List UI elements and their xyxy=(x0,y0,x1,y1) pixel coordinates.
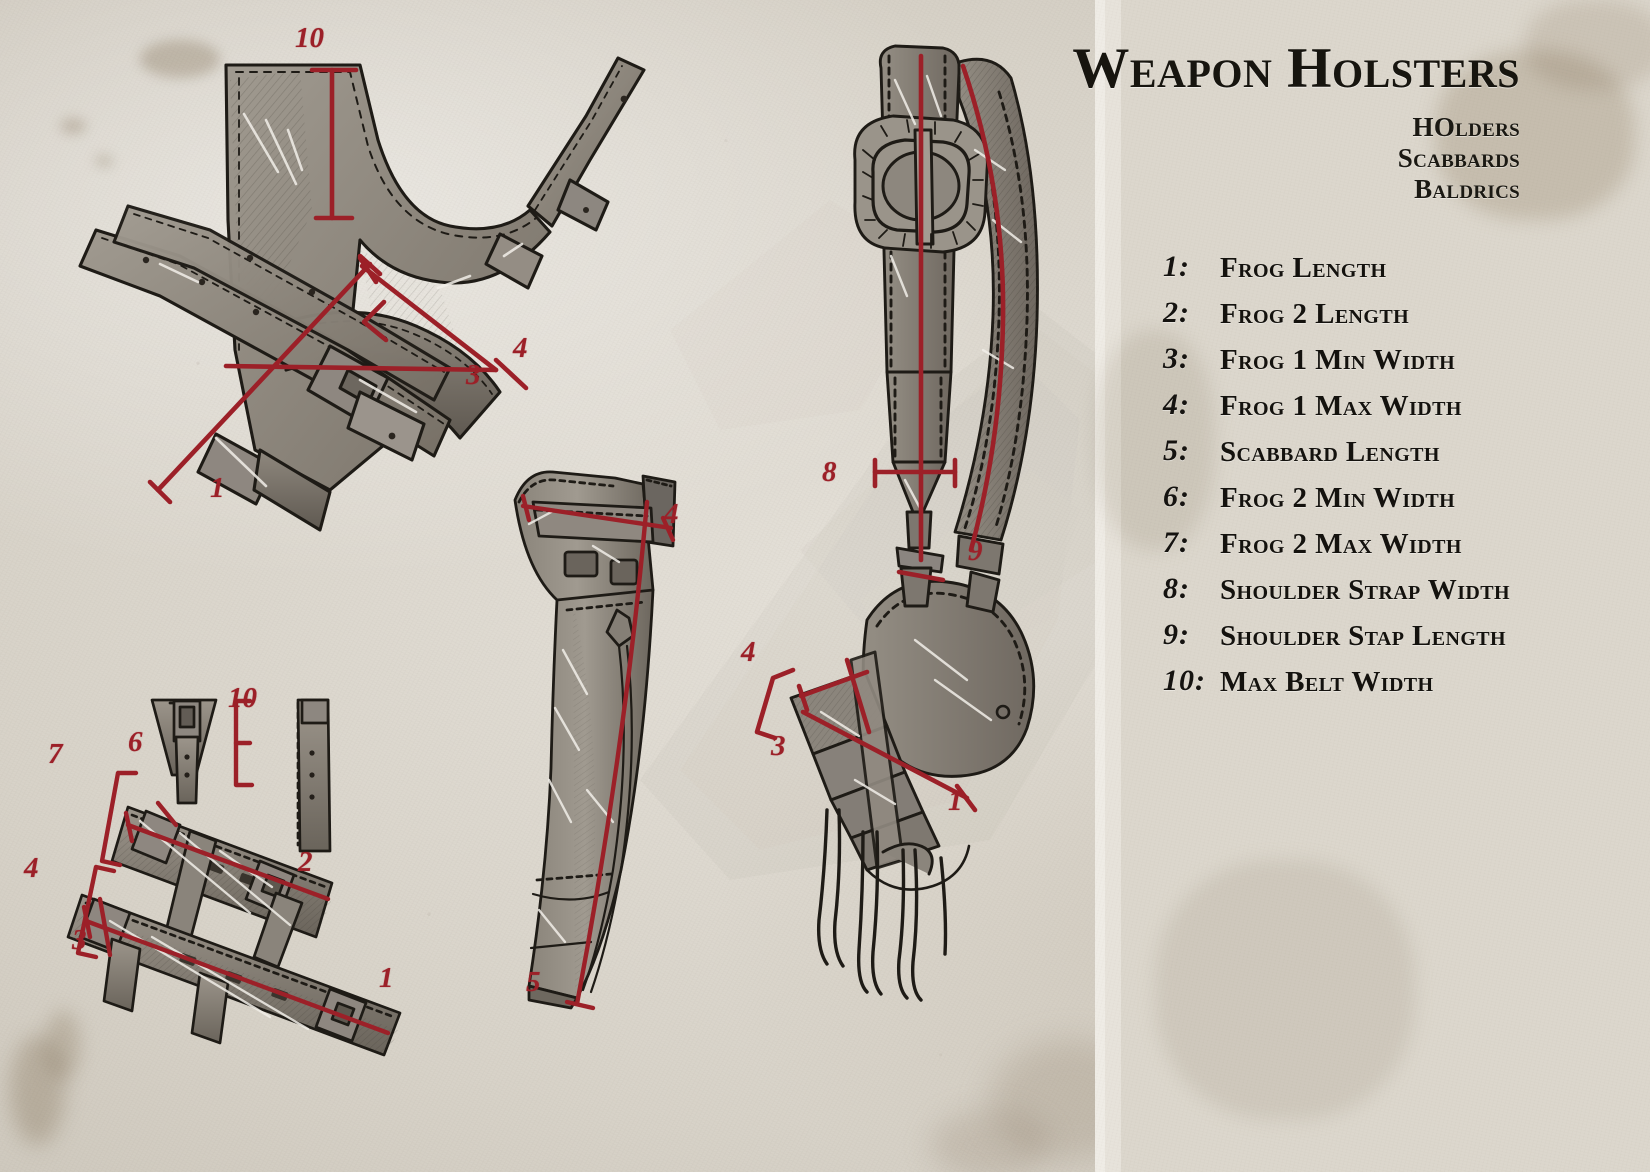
legend-item-number: 6: xyxy=(1163,480,1190,513)
legend-item-number: 1: xyxy=(1163,250,1190,283)
legend-item-label: Shoulder Strap Width xyxy=(1220,574,1510,606)
legend-item-label: Frog Length xyxy=(1220,252,1387,284)
figure-baldric-and-gauntlet xyxy=(754,44,1039,1002)
callout-number: 5 xyxy=(526,966,541,998)
callout-number: 1 xyxy=(948,785,963,817)
legend-item-label: Frog 1 Max Width xyxy=(1220,390,1462,422)
callout-number: 8 xyxy=(822,456,837,488)
paper-stain xyxy=(930,1110,1050,1172)
legend-item-9: 9: Shoulder Stap Length xyxy=(1095,618,1650,664)
callout-number: 1 xyxy=(379,962,394,994)
subtitle-line-2: Scabbards xyxy=(1397,143,1520,173)
legend-item-5: 5: Scabbard Length xyxy=(1095,434,1650,480)
callout-number: 2 xyxy=(298,846,313,878)
legend-item-label: Scabbard Length xyxy=(1220,436,1440,468)
legend-item-label: Frog 1 Min Width xyxy=(1220,344,1456,376)
callout-number: 7 xyxy=(48,738,63,770)
callout-number: 3 xyxy=(771,730,786,762)
legend-item-number: 3: xyxy=(1163,342,1190,375)
paper-stain xyxy=(95,155,113,167)
legend-item-2: 2: Frog 2 Length xyxy=(1095,296,1650,342)
panel-stain xyxy=(1155,860,1415,1120)
figure-double-frog-belt xyxy=(66,698,402,1057)
callout-number: 10 xyxy=(228,682,257,714)
legend-item-label: Max Belt Width xyxy=(1220,666,1434,698)
paper-stain xyxy=(45,1010,81,1080)
legend-item-8: 8: Shoulder Strap Width xyxy=(1095,572,1650,618)
info-panel: Weapon Holsters HOlders Scabbards Baldri… xyxy=(1072,0,1650,1172)
callout-number: 4 xyxy=(513,332,528,364)
callout-number: 4 xyxy=(664,498,679,530)
figure-scabbard xyxy=(513,470,677,1011)
illustration-area: 10 4 3 1 10 7 6 2 4 3 1 4 5 8 9 4 3 1 xyxy=(24,22,1039,1057)
legend-item-10: 10: Max Belt Width xyxy=(1095,664,1650,710)
callout-number: 3 xyxy=(466,359,481,391)
legend-item-label: Frog 2 Length xyxy=(1220,298,1410,330)
figure-belt-rig-harness xyxy=(78,56,646,532)
callout-number: 1 xyxy=(210,472,225,504)
page-title: Weapon Holsters xyxy=(1072,37,1520,100)
panel-stain xyxy=(1095,330,1215,550)
legend-item-6: 6: Frog 2 Min Width xyxy=(1095,480,1650,526)
legend-item-3: 3: Frog 1 Min Width xyxy=(1095,342,1650,388)
legend-item-number: 7: xyxy=(1163,526,1190,559)
measurement-legend: 1: Frog Length 2: Frog 2 Length 3: Frog … xyxy=(1095,0,1650,1172)
legend-item-label: Shoulder Stap Length xyxy=(1220,620,1506,652)
legend-item-label: Frog 2 Max Width xyxy=(1220,528,1462,560)
legend-item-number: 5: xyxy=(1163,434,1190,467)
callout-number: 4 xyxy=(741,636,756,668)
legend-item-number: 8: xyxy=(1163,572,1190,605)
legend-item-number: 4: xyxy=(1163,388,1190,421)
paper-stain xyxy=(60,118,86,134)
subtitle-line-3: Baldrics xyxy=(1414,174,1520,204)
legend-item-7: 7: Frog 2 Max Width xyxy=(1095,526,1650,572)
callout-number: 3 xyxy=(72,924,87,956)
callout-number: 6 xyxy=(128,726,143,758)
legend-item-label: Frog 2 Min Width xyxy=(1220,482,1456,514)
callout-number: 9 xyxy=(968,535,983,567)
legend-item-4: 4: Frog 1 Max Width xyxy=(1095,388,1650,434)
panel-stain xyxy=(1525,0,1650,90)
subtitle-line-1: HOlders xyxy=(1412,112,1520,142)
legend-item-1: 1: Frog Length xyxy=(1095,250,1650,296)
legend-item-number: 9: xyxy=(1163,618,1190,651)
legend-item-number: 2: xyxy=(1163,296,1190,329)
callout-number: 4 xyxy=(24,852,39,884)
legend-item-number: 10: xyxy=(1163,664,1206,697)
callout-number: 10 xyxy=(295,22,324,54)
paper-stain xyxy=(140,40,220,78)
